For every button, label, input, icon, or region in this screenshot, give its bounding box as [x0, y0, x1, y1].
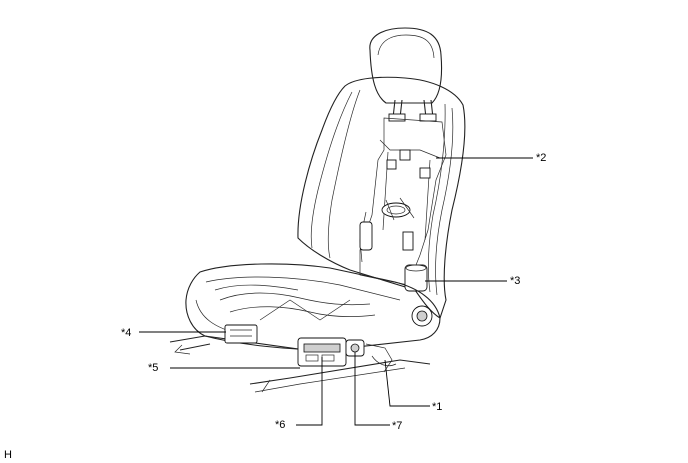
leader-c6 [296, 357, 323, 426]
leader-c1 [384, 359, 430, 407]
leader-lines [139, 157, 533, 426]
callout-7: *7 [392, 420, 402, 432]
seatback-frame [359, 117, 447, 286]
callout-5: *5 [148, 362, 158, 374]
leader-c7 [354, 352, 390, 426]
callout-labels: *2 *3 *4 *5 *1 *6 *7 [121, 152, 546, 432]
backrest-motor [404, 264, 428, 292]
callout-3: *3 [510, 275, 520, 287]
seat-rails [169, 335, 321, 353]
headrest [369, 27, 443, 104]
seat-illustration [169, 27, 466, 393]
seatback-outline [297, 76, 466, 319]
callout-6: *6 [275, 419, 285, 431]
callout-4: *4 [121, 327, 131, 339]
callout-2: *2 [536, 152, 546, 164]
figure-code: H [4, 449, 12, 461]
seat-cushion [185, 263, 441, 351]
callout-1: *1 [432, 401, 442, 413]
